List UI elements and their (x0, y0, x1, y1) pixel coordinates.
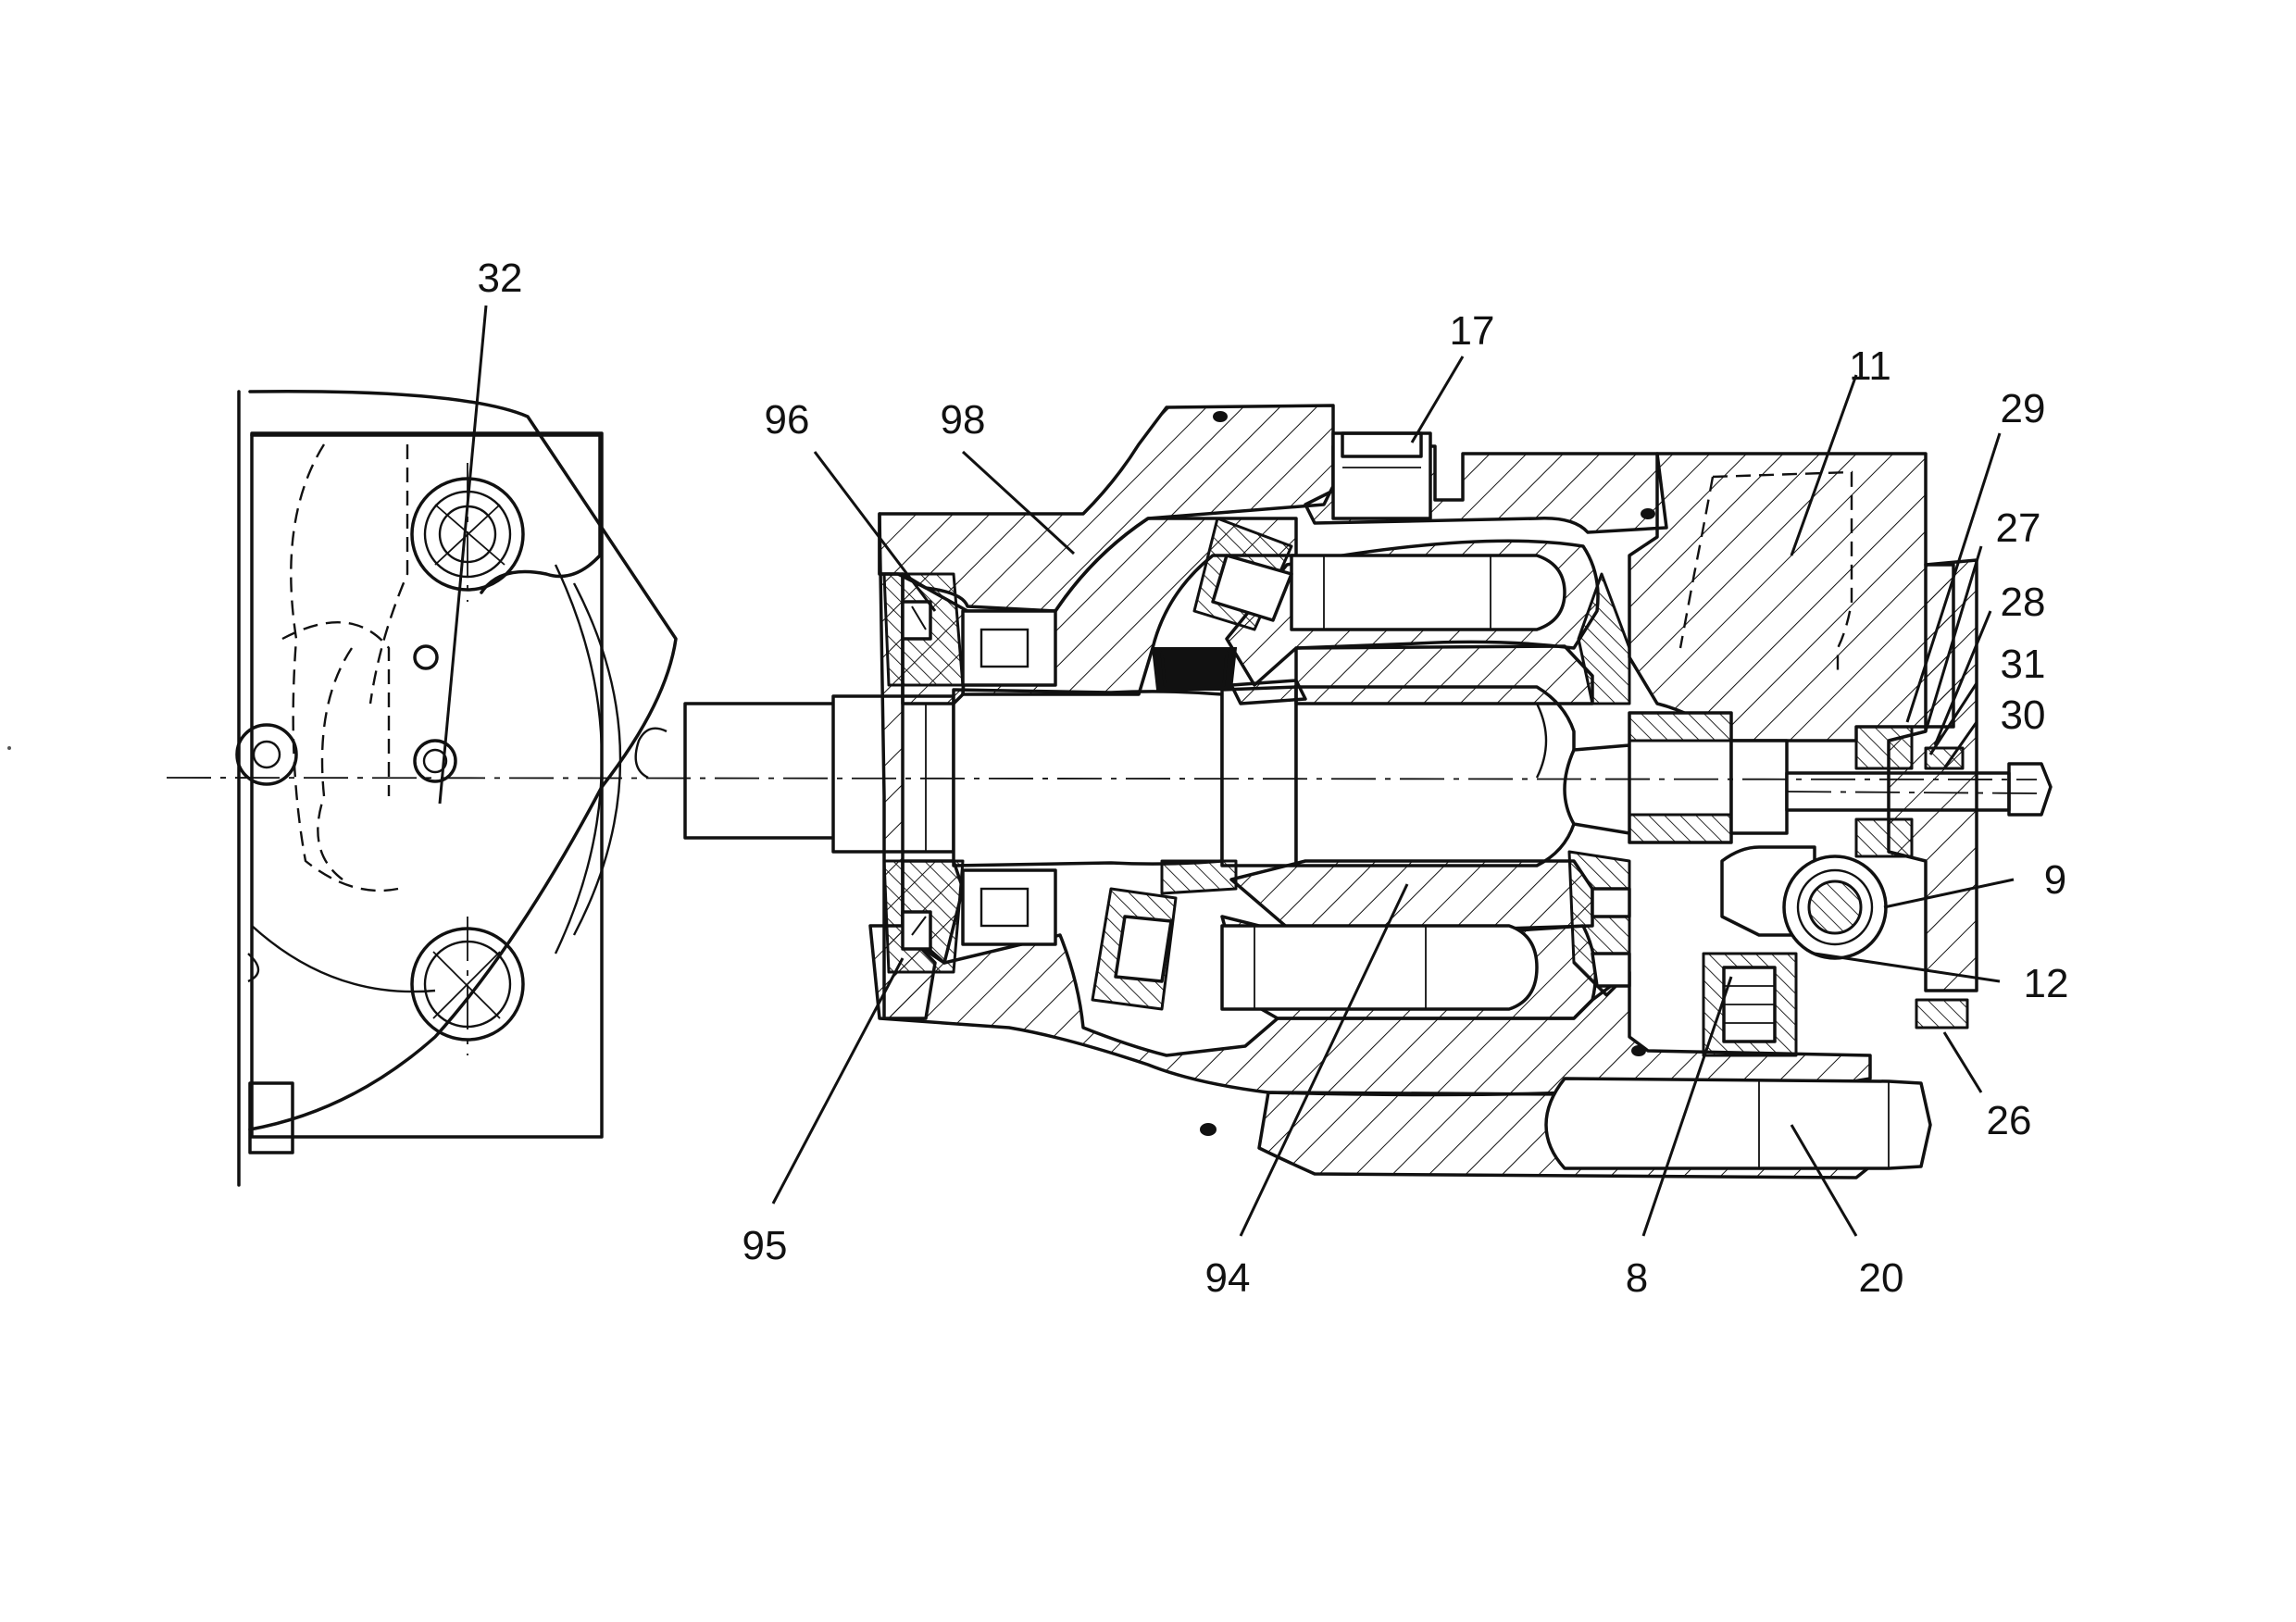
callout-96: 96 (765, 397, 810, 443)
callout-29: 29 (2001, 386, 2046, 431)
leader-30 (1942, 721, 1978, 769)
callout-30: 30 (2001, 692, 2046, 738)
oil-channel (1712, 470, 1853, 676)
drive-shaft (683, 685, 1576, 867)
leader-26 (1942, 1031, 1983, 1093)
callout-11: 11 (1849, 343, 1891, 389)
callout-95: 95 (742, 1223, 788, 1268)
leader-8 (1641, 976, 1733, 1237)
leader-9 (1883, 878, 2015, 909)
leader-94 (1239, 883, 1409, 1237)
callout-27: 27 (1996, 505, 2041, 551)
leader-12 (1814, 952, 2001, 983)
leader-20 (1790, 1124, 1858, 1237)
callout-31: 31 (2001, 642, 2046, 687)
callout-28: 28 (2001, 580, 2046, 625)
top-plug (1331, 431, 1432, 520)
oil-channel-2 (1678, 476, 1715, 649)
leader-95 (771, 957, 905, 1204)
mounting-flange-end-view (235, 389, 678, 1187)
callout-26: 26 (1987, 1098, 2032, 1143)
callout-32: 32 (478, 256, 523, 301)
leader-31 (1928, 682, 1978, 755)
leader-32 (438, 305, 488, 805)
callout-17: 17 (1450, 308, 1495, 354)
callout-98: 98 (941, 397, 986, 443)
stray-mark (7, 746, 11, 750)
leader-29 (1905, 432, 2002, 723)
leader-28 (1933, 610, 1992, 746)
leader-17 (1410, 356, 1465, 443)
control-parts (1544, 558, 2053, 1170)
leader-27 (1924, 545, 1983, 732)
callout-8: 8 (1626, 1255, 1648, 1301)
pistons (1091, 517, 1631, 1011)
leader-11 (1790, 374, 1858, 556)
leader-98 (961, 450, 1076, 555)
main-centerline (166, 777, 2038, 780)
leader-lines (438, 305, 2015, 1237)
leader-96 (813, 451, 937, 612)
callout-12: 12 (2024, 961, 2069, 1006)
callout-labels: 32 17 11 96 98 29 27 28 31 30 9 12 26 95… (478, 256, 2069, 1301)
front-bearings (882, 572, 1057, 974)
rod-centerline (1786, 791, 2038, 794)
callout-9: 9 (2044, 857, 2066, 903)
o-rings (1200, 411, 1655, 1136)
callout-20: 20 (1859, 1255, 1904, 1301)
callout-94: 94 (1205, 1255, 1251, 1301)
